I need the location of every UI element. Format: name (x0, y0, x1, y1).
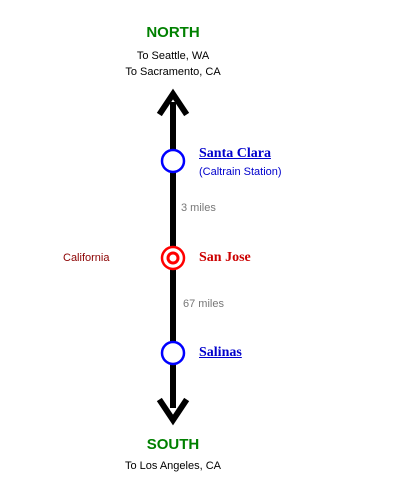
current-station-label: San Jose (199, 250, 251, 265)
target-icon (160, 245, 186, 271)
region-label: California (63, 252, 110, 264)
station-link-salinas[interactable]: Salinas (199, 345, 242, 360)
north-destination: To Sacramento, CA (125, 66, 221, 78)
station-link-santa-clara[interactable]: Santa Clara (199, 146, 271, 161)
segment-distance: 3 miles (181, 202, 216, 214)
station-marker-salinas[interactable] (160, 340, 186, 366)
south-label: SOUTH (146, 436, 200, 453)
arrow-down-icon (156, 397, 190, 426)
arrow-up-icon (156, 88, 190, 117)
south-destination: To Los Angeles, CA (124, 460, 221, 472)
north-destination: To Seattle, WA (136, 50, 210, 62)
station-note: (Caltrain Station) (199, 166, 282, 178)
station-marker-santa-clara[interactable] (160, 148, 186, 174)
segment-distance: 67 miles (183, 298, 224, 310)
north-label: NORTH (146, 24, 200, 41)
